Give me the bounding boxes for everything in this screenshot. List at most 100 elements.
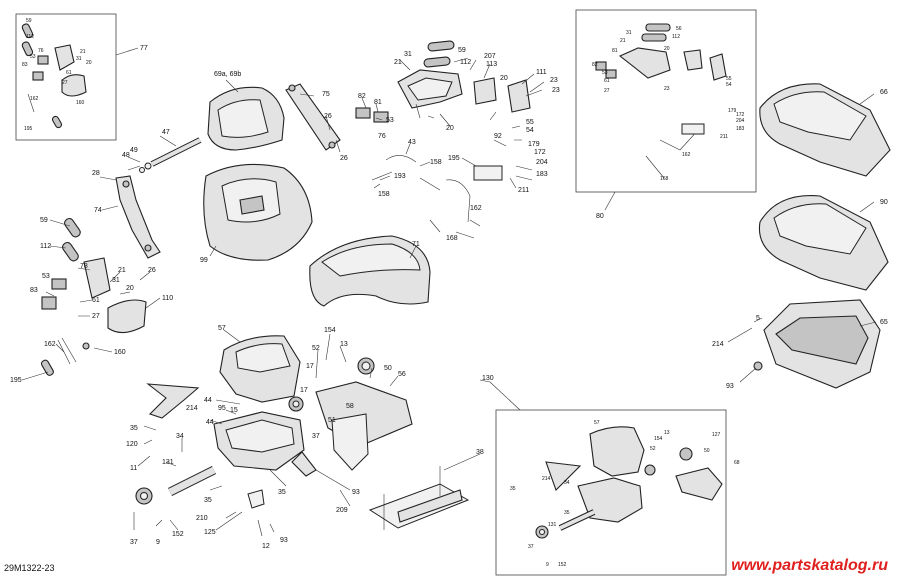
callout-49: 49: [130, 147, 138, 154]
callout-31b: 31: [404, 51, 412, 58]
leader-lines: [21, 57, 877, 537]
inset-box-bottom-right: [495, 409, 727, 576]
callout-20c: 20: [446, 125, 454, 132]
inset-callout-112: 112: [26, 34, 34, 40]
inset-callout-61: 61: [604, 78, 610, 84]
callout-80: 80: [596, 213, 604, 220]
callout-111: 111: [536, 69, 547, 76]
inset-callout-112: 112: [672, 34, 680, 40]
inset-box-top-left: [15, 13, 117, 141]
inset-callout-53: 53: [30, 54, 36, 60]
shaft-47: [139, 137, 202, 173]
inset-callout-211: 211: [720, 134, 728, 140]
inset-callout-162: 162: [682, 152, 691, 158]
inset-callout-152: 152: [558, 562, 567, 568]
callout-113: 113: [486, 61, 497, 68]
callout-210: 210: [196, 515, 208, 522]
callout-93b: 93: [352, 489, 360, 496]
inset-callout-168: 168: [660, 176, 669, 182]
callout-35a: 35: [130, 425, 138, 432]
callout-158b: 158: [378, 191, 390, 198]
callout-76: 76: [378, 133, 386, 140]
inset-callout-27: 27: [604, 88, 610, 94]
drawing-code: 29M1322-23: [4, 563, 55, 573]
callout-78: 78: [80, 263, 88, 270]
inset-callout-34: 34: [564, 480, 570, 486]
callout-95: 95: [218, 405, 226, 412]
callout-81: 81: [374, 99, 382, 106]
callout-26b: 26: [340, 155, 348, 162]
inset-callout-183: 183: [736, 126, 745, 132]
callout-83: 83: [30, 287, 38, 294]
callout-26c: 26: [148, 267, 156, 274]
tray-38: [368, 466, 470, 530]
inset-callout-82: 82: [592, 62, 598, 68]
callout-44a: 44: [204, 397, 212, 404]
inset-callout-55: 55: [726, 76, 732, 82]
callout-20: 20: [126, 285, 134, 292]
callout-13: 13: [340, 341, 348, 348]
shaft-bottom: [135, 451, 317, 509]
inset-callout-31: 31: [76, 56, 82, 62]
callout-152: 152: [172, 531, 184, 538]
callout-120: 120: [126, 441, 138, 448]
callout-52: 52: [312, 345, 320, 352]
callout-112: 112: [40, 243, 51, 250]
inset-callout-68: 68: [734, 460, 740, 466]
callout-99: 99: [200, 257, 208, 264]
callout-44b: 44: [206, 419, 214, 426]
callout-34: 34: [176, 433, 184, 440]
inset-top-right-parts: [595, 23, 727, 179]
callout-214b: 214: [712, 341, 724, 348]
callout-labels: 77 69a, 69b 75 26 26 47 48 49 28 74 99 5…: [10, 45, 888, 550]
inset-callout-127: 127: [712, 432, 721, 438]
inset-callout-35: 35: [564, 510, 570, 516]
callout-35b: 35: [204, 497, 212, 504]
callout-131: 131: [162, 459, 174, 466]
callout-195: 195: [10, 377, 22, 384]
callout-211: 211: [518, 187, 529, 194]
watermark: www.partskatalog.ru: [731, 557, 888, 574]
callout-35c: 35: [278, 489, 286, 496]
callout-5: 5: [756, 315, 760, 322]
inset-callout-31: 31: [626, 30, 632, 36]
seat-66: [759, 83, 891, 177]
callout-27: 27: [92, 313, 100, 320]
plate-53: [51, 278, 67, 290]
callout-21: 21: [118, 267, 126, 274]
callout-23b: 23: [552, 87, 560, 94]
callout-75: 75: [322, 91, 330, 98]
callout-90: 90: [880, 199, 888, 206]
inset-callout-204: 204: [736, 118, 745, 124]
inset-callout-59: 59: [26, 18, 32, 24]
callout-11: 11: [130, 465, 137, 472]
inset-callout-20: 20: [664, 46, 670, 52]
bracket-74: [115, 175, 161, 259]
callout-65: 65: [880, 319, 888, 326]
callout-61: 61: [92, 297, 100, 304]
handle-78: [83, 257, 111, 299]
seat-base-65: [753, 299, 881, 389]
inset-callout-53: 53: [602, 70, 608, 76]
inset-bottom-right-parts: [535, 426, 723, 539]
inset-callout-76: 76: [38, 48, 44, 54]
inset-callout-23: 23: [664, 86, 670, 92]
callout-20b: 20: [500, 75, 508, 82]
callout-168: 168: [446, 235, 458, 242]
callout-59b: 59: [458, 47, 466, 54]
grip-112: [62, 241, 79, 262]
callout-195b: 195: [448, 155, 460, 162]
left-bracket-assembly: [40, 175, 161, 376]
callout-93a: 93: [280, 537, 288, 544]
inset-callout-81: 81: [612, 48, 618, 54]
inset-callout-21: 21: [620, 38, 626, 44]
callout-56: 56: [398, 371, 406, 378]
callout-77: 77: [140, 45, 148, 52]
callout-69a-69b: 69a, 69b: [214, 71, 241, 78]
callout-50: 50: [384, 365, 392, 372]
callout-162: 162: [44, 341, 56, 348]
callout-15: 15: [230, 407, 238, 414]
callout-47: 47: [162, 129, 170, 136]
